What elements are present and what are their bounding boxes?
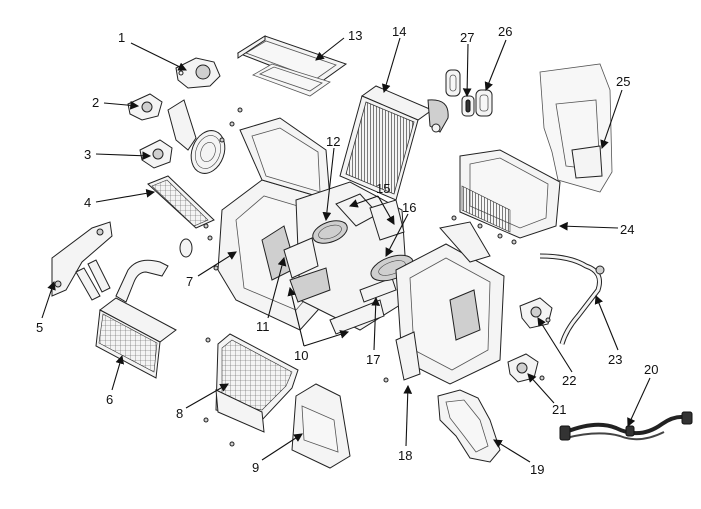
callout-27: 27	[460, 30, 474, 45]
part-screws	[203, 107, 551, 447]
callout-9: 9	[252, 460, 259, 475]
part-13-air-filter	[236, 35, 348, 97]
part-26-27-seals	[445, 69, 493, 117]
callout-3: 3	[84, 147, 91, 162]
callout-18: 18	[398, 448, 412, 463]
part-24-case	[459, 149, 561, 239]
callout-13: 13	[348, 28, 362, 43]
part-19-duct	[437, 389, 501, 463]
callout-1: 1	[118, 30, 125, 45]
part-linkage-arm	[167, 99, 197, 151]
part-5-bracket	[51, 221, 113, 301]
callout-22: 22	[562, 373, 576, 388]
part-1-actuator	[175, 57, 221, 89]
callout-5: 5	[36, 320, 43, 335]
part-23-hose	[539, 253, 605, 345]
part-20-wire-harness	[559, 411, 693, 441]
callout-15: 15	[376, 181, 390, 196]
part-21-actuator	[507, 353, 539, 383]
callout-2: 2	[92, 95, 99, 110]
part-4-grille	[147, 175, 215, 229]
part-3-actuator	[139, 139, 173, 169]
callout-23: 23	[608, 352, 622, 367]
callout-8: 8	[176, 406, 183, 421]
callout-4: 4	[84, 195, 91, 210]
callout-24: 24	[620, 222, 634, 237]
part-blower-fan	[190, 130, 226, 174]
leader-lines	[41, 37, 651, 463]
callout-7: 7	[186, 274, 193, 289]
callout-11: 11	[256, 319, 270, 334]
callout-20: 20	[644, 362, 658, 377]
part-9-duct-cover	[291, 383, 351, 469]
part-14-evaporator	[339, 85, 449, 201]
callout-16: 16	[402, 200, 416, 215]
callout-19: 19	[530, 462, 544, 477]
callout-26: 26	[498, 24, 512, 39]
part-8-duct	[215, 333, 299, 433]
callout-21: 21	[552, 402, 566, 417]
part-housing-right	[395, 221, 505, 385]
part-2-actuator	[127, 93, 163, 121]
part-6-heater-core	[95, 238, 193, 379]
callout-10: 10	[294, 348, 308, 363]
callout-25: 25	[616, 74, 630, 89]
callout-17: 17	[366, 352, 380, 367]
part-25-insulation	[539, 63, 613, 193]
callout-12: 12	[326, 134, 340, 149]
part-22-actuator	[519, 297, 553, 329]
callout-14: 14	[392, 24, 406, 39]
callout-labels: 1 2 3 4 5 6 7 8 9 10 11 12 13 14 15 16 1…	[36, 24, 658, 477]
callout-6: 6	[106, 392, 113, 407]
